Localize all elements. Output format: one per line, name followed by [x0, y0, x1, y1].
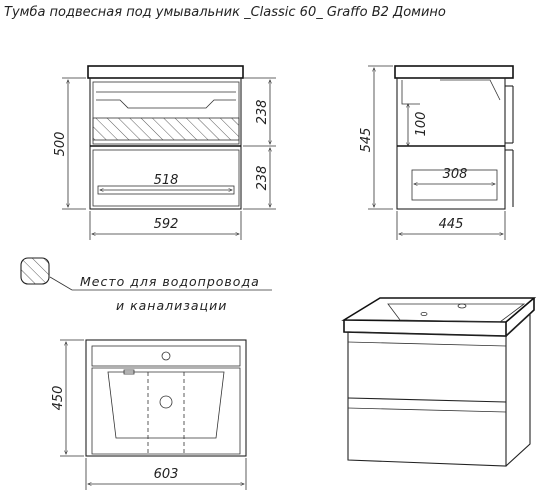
legend: Место для водопровода и канализации: [20, 257, 272, 313]
front-body: [89, 77, 242, 210]
side-drawer-box: [411, 169, 498, 201]
side-body: [396, 77, 506, 210]
dim-front-upper: 238: [255, 100, 270, 125]
iso-top: [341, 297, 537, 323]
iso-drawer-line: [347, 397, 507, 403]
hatched-zone: [92, 117, 240, 141]
legend-hatch-icon: [20, 257, 50, 285]
front-countertop: [87, 65, 244, 79]
side-view: 545 100 308 445: [359, 65, 514, 240]
isometric-view: [341, 297, 537, 467]
dim-side-width: 445: [439, 217, 464, 232]
top-inner: [91, 367, 241, 455]
dim-top-depth: 450: [51, 386, 66, 411]
dim-front-height: 500: [53, 132, 68, 157]
overflow: [123, 369, 135, 375]
faucet-hole: [161, 351, 171, 361]
drawing-title: Тумба подвесная под умывальник _Classic …: [4, 5, 446, 20]
dim-front-width: 592: [154, 217, 179, 232]
dim-side-inner: 308: [443, 167, 468, 182]
front-lower-drawer: [92, 149, 240, 207]
iso-side: [505, 312, 531, 467]
drain-hole: [159, 395, 173, 409]
front-view: 500 238 238 518 592: [53, 65, 276, 240]
drawer-inner-box: [97, 185, 235, 195]
dim-front-inner: 518: [154, 173, 179, 188]
dim-front-lower: 238: [255, 166, 270, 191]
front-upper-drawer: [92, 81, 240, 145]
legend-line-2: и канализации: [116, 298, 227, 313]
dim-side-height: 545: [359, 128, 374, 153]
top-back-rail: [91, 345, 241, 367]
top-view: 450 603: [51, 339, 247, 490]
basin-outline: [96, 91, 236, 109]
dim-side-100: 100: [414, 112, 429, 137]
side-countertop: [394, 65, 514, 79]
iso-faucet-hole: [457, 303, 467, 309]
top-outline: [85, 339, 247, 457]
dim-top-width: 603: [154, 467, 179, 482]
iso-basin: [387, 303, 526, 323]
side-basin: [401, 79, 501, 105]
top-basin: [107, 371, 225, 439]
legend-line-1: Место для водопровода: [80, 274, 260, 289]
